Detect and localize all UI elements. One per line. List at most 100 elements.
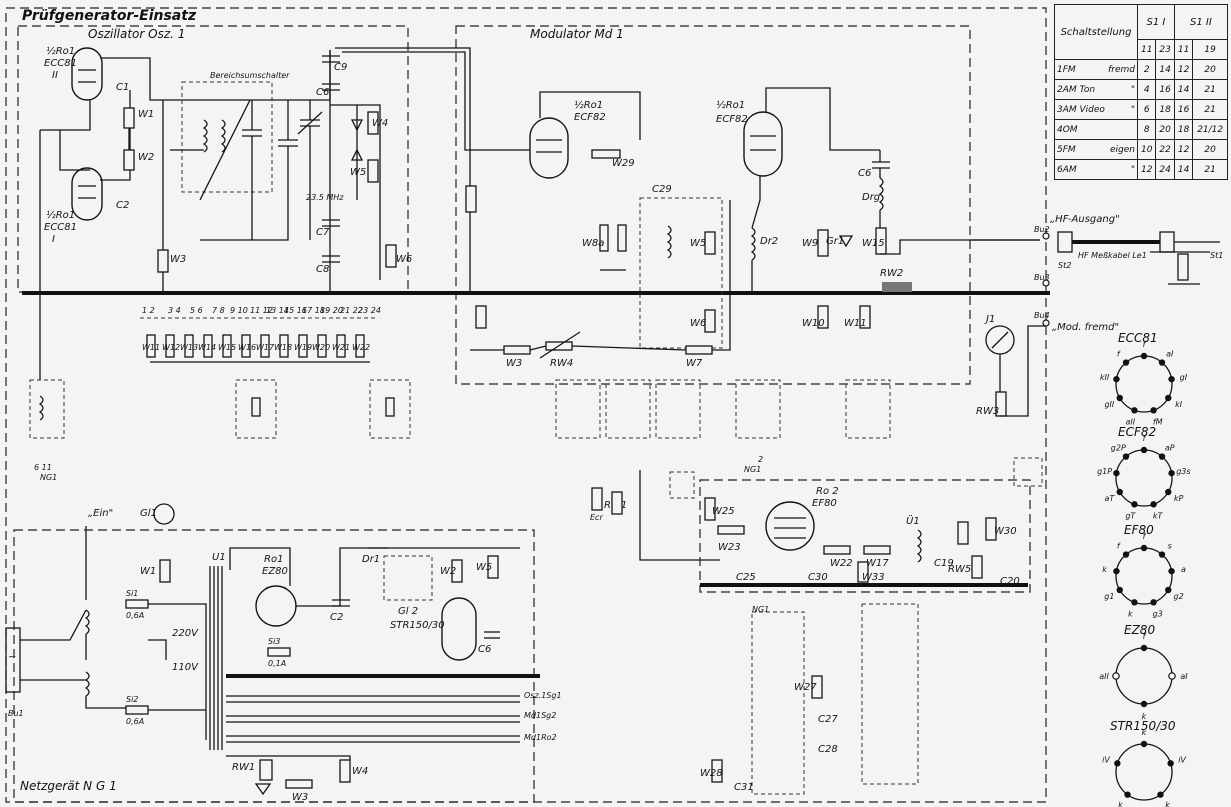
pinout-pin xyxy=(1140,644,1148,652)
c9 xyxy=(322,55,340,63)
c6 xyxy=(322,83,340,91)
row-val: 21 xyxy=(1192,159,1228,180)
resistor-bank xyxy=(140,317,376,363)
pinout-pins: faIgIkIfMaIIgIIkIIffaPg3skPkTgTaTg1Pg2Pf… xyxy=(1097,340,1190,807)
ro2-ref: Ro 2 xyxy=(816,486,839,497)
hf-cable xyxy=(1057,231,1220,285)
stab-ref: Gl 2 xyxy=(398,606,418,617)
c22-box xyxy=(669,471,695,499)
pinout-pin xyxy=(1112,672,1120,680)
row-pos: 2AM Ton xyxy=(1057,84,1096,95)
c7-osc xyxy=(322,219,340,227)
switch-position-table: Schaltstellung S1 I S1 II 11 23 11 19 1F… xyxy=(1054,4,1229,180)
row-val: 20 xyxy=(1192,59,1228,80)
ng1-label-c: NG1 xyxy=(752,605,769,614)
row-sub: " xyxy=(1130,84,1135,95)
st1-label: St1 xyxy=(1210,251,1223,260)
row-val: 22 xyxy=(1155,139,1175,160)
fuse-si2 xyxy=(125,705,149,715)
w2-mod xyxy=(475,305,487,329)
row-pos: 4OM xyxy=(1057,124,1078,135)
pinout-pin-label: k xyxy=(1128,610,1133,619)
table-header-s1i: S1 I xyxy=(1137,4,1175,40)
pinout-pin xyxy=(1158,359,1166,366)
oscillator-title: Oszillator Osz. 1 xyxy=(88,27,185,41)
bu4-socket xyxy=(1042,319,1050,327)
c23-box xyxy=(1013,457,1043,487)
bank-w20: W20 xyxy=(312,343,330,352)
osc-tube-sys-b: I xyxy=(52,234,55,245)
bank-w16: W16 xyxy=(238,343,256,352)
row-val: 8 xyxy=(1136,119,1157,140)
pinout-pin-label: iV xyxy=(1102,756,1110,765)
table-header-s1ii: S1 II xyxy=(1173,4,1229,40)
power-supply-title: Netzgerät N G 1 xyxy=(20,779,117,793)
pinout-pin-label: s xyxy=(1168,541,1172,550)
pinout-pin-label: kII xyxy=(1100,373,1110,382)
pinout-pin xyxy=(1122,551,1130,558)
lbl-c8: C8 xyxy=(316,264,329,275)
switch-s1-I xyxy=(751,611,805,795)
row-val: 14 xyxy=(1173,159,1194,180)
pinout-pin-label: kP xyxy=(1174,494,1184,503)
w4-ps xyxy=(339,759,351,783)
lbl-rw1-ps: RW1 xyxy=(232,762,255,773)
row-val: 14 xyxy=(1173,79,1194,100)
bu1-label: Bu1 xyxy=(8,709,24,718)
pinout-pin-label: k xyxy=(1142,728,1147,737)
stabilizer-tube xyxy=(441,597,477,661)
pinout-title-str150: STR150/30 xyxy=(1110,719,1176,733)
w10-mod xyxy=(817,305,829,329)
pinout-pin xyxy=(1140,446,1148,454)
pinout-pin-label: gI xyxy=(1180,373,1188,382)
mod-tube-type-1: ECF82 xyxy=(574,112,606,123)
out-md1ro2: Md1Ro2 xyxy=(524,733,557,742)
w29 xyxy=(591,149,621,159)
pinout-pin xyxy=(1140,352,1148,360)
ro2-type: EF80 xyxy=(812,498,837,509)
main-title: Prüfgenerator-Einsatz xyxy=(22,8,197,24)
bank-w13: W13 xyxy=(180,343,198,352)
row-val: 16 xyxy=(1155,79,1175,100)
lbl-w8: W8a xyxy=(582,238,604,249)
mod-ext-label: „Mod. fremd" xyxy=(1052,322,1119,333)
gl1-lamp xyxy=(153,503,175,525)
w1-coil xyxy=(220,119,226,153)
lbl-rw3: RW3 xyxy=(976,406,999,417)
fuse-si1 xyxy=(125,599,149,609)
lbl-w1-ps: W1 xyxy=(140,566,156,577)
row-pos: 1FM xyxy=(1057,64,1076,75)
pinout-pin-label: g1 xyxy=(1104,592,1114,601)
w6-osc xyxy=(385,244,397,268)
osc-tube-ref-b: ½Ro1 xyxy=(46,209,75,221)
rect-type: EZ80 xyxy=(262,566,288,577)
w3-mod xyxy=(503,345,531,355)
lbl-w2-ps: W2 xyxy=(440,566,456,577)
modulator-frame xyxy=(455,25,971,385)
pinout-pin xyxy=(1165,586,1172,594)
switch-contact-5: 9 10 xyxy=(230,306,248,315)
pinout-str150 xyxy=(1115,743,1173,801)
pinout-pin xyxy=(1165,488,1172,496)
fuse-si1-label: Si1 xyxy=(126,589,138,598)
table-row: 5FM eigen 10 22 12 20 xyxy=(1054,139,1228,160)
lbl-w25: W25 xyxy=(712,506,735,517)
switch-contact-1: 1 2 xyxy=(142,306,155,315)
table-header-position: Schaltstellung xyxy=(1054,4,1138,60)
pinout-pin xyxy=(1165,394,1172,402)
lbl-c2-ps: C2 xyxy=(330,612,343,623)
fuse-si3-val: 0,1A xyxy=(268,659,286,668)
pinout-pin-label: g1P xyxy=(1097,467,1112,476)
lbl-w30: W30 xyxy=(994,526,1017,537)
pinout-pin xyxy=(1122,359,1130,366)
row-val: 12 xyxy=(1136,159,1157,180)
pinout-pin xyxy=(1131,599,1138,606)
pinout-pin-label: gT xyxy=(1125,512,1136,521)
stab-type: STR150/30 xyxy=(390,620,445,631)
mod-tube-type-2: ECF82 xyxy=(716,114,748,125)
pinout-pin-label: a xyxy=(1181,565,1186,574)
bank-w18: W18 xyxy=(274,343,292,352)
modulator-subframe xyxy=(639,197,723,349)
w5-osc xyxy=(367,159,379,183)
